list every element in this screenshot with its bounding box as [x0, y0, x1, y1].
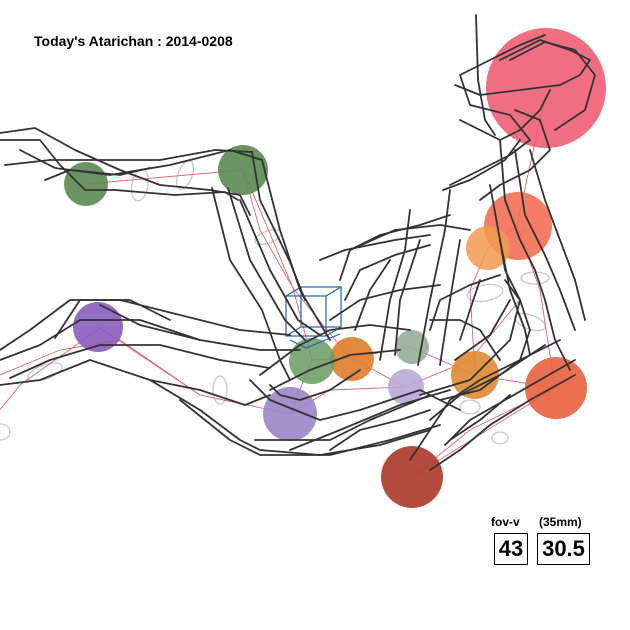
joint-markers — [64, 28, 606, 508]
joint-foot-left[interactable] — [73, 302, 123, 352]
joint-elbow-right[interactable] — [525, 357, 587, 419]
joint-hand-right[interactable] — [381, 446, 443, 508]
joint-hip-center[interactable] — [330, 337, 374, 381]
sketch-strokes — [0, 14, 596, 471]
joint-knee-right[interactable] — [218, 145, 268, 195]
fov-label: fov-v — [491, 515, 520, 529]
joint-waist[interactable] — [388, 369, 424, 405]
joint-knee-left[interactable] — [263, 387, 317, 441]
page-title: Today's Atarichan : 2014-0208 — [34, 33, 233, 49]
focal-length-value[interactable]: 30.5 — [537, 533, 590, 565]
ghost-ellipses — [0, 160, 550, 445]
joint-foot-right[interactable] — [64, 162, 108, 206]
joint-head[interactable] — [486, 28, 606, 148]
focal-length-label: (35mm) — [539, 515, 582, 529]
camera-box-icon[interactable] — [285, 286, 342, 349]
fov-value[interactable]: 43 — [494, 533, 528, 565]
